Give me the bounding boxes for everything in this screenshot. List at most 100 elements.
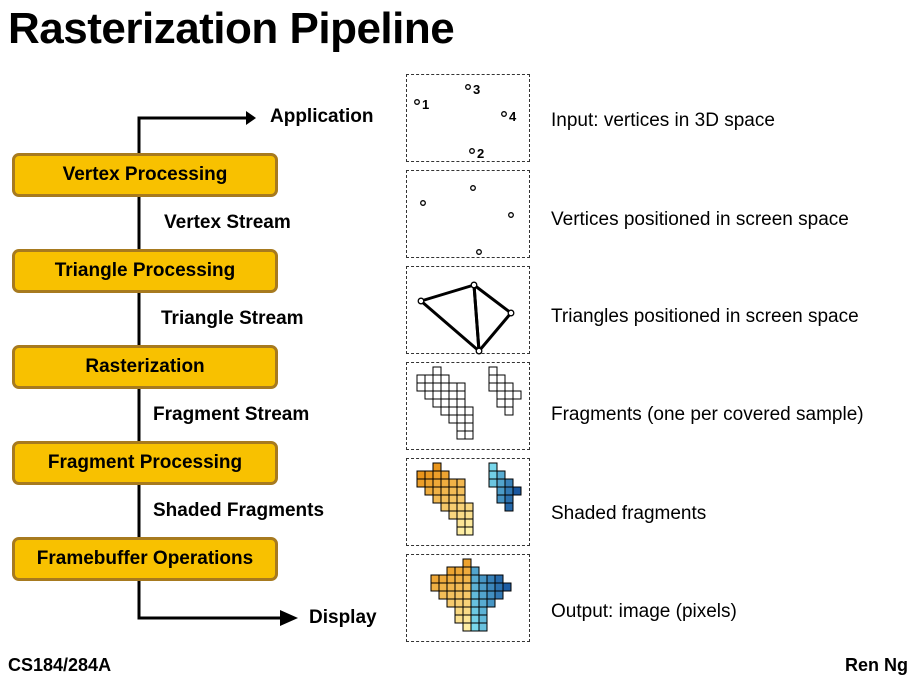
vertex-label-3: 3	[473, 82, 480, 97]
vertex-point-3	[465, 84, 471, 90]
cool-fragment-cell	[504, 494, 514, 504]
illustration-triangles	[406, 266, 530, 355]
stream-fragment: Fragment Stream	[153, 404, 310, 425]
triangle-vertex-d	[475, 347, 483, 355]
stage-triangle-processing: Triangle Processing	[12, 249, 278, 293]
output-pixel	[454, 566, 464, 576]
fragment-cell	[504, 390, 514, 400]
fragment-cell	[464, 430, 474, 440]
cool-fragment-cell	[488, 470, 498, 480]
output-pixel	[454, 590, 464, 600]
warm-fragment-cell	[456, 510, 466, 520]
output-pixel	[462, 622, 472, 632]
shaded-fragment-grid	[416, 462, 522, 536]
fragment-cell	[424, 374, 434, 384]
stage-vertex-processing: Vertex Processing	[12, 153, 278, 197]
output-pixel	[494, 582, 504, 592]
warm-fragment-cell	[416, 478, 426, 488]
fragment-cell	[432, 398, 442, 408]
warm-fragment-cell	[456, 486, 466, 496]
fragment-cell	[504, 406, 514, 416]
output-pixel	[446, 590, 456, 600]
fragment-cell	[456, 430, 466, 440]
fragment-cell	[464, 422, 474, 432]
warm-fragment-cell	[456, 518, 466, 528]
description-vertices: Vertices positioned in screen space	[551, 209, 849, 230]
fragment-cell	[496, 398, 506, 408]
warm-fragment-cell	[424, 478, 434, 488]
cool-fragment-cell	[504, 502, 514, 512]
output-pixel	[486, 574, 496, 584]
footer-course: CS184/284A	[8, 655, 112, 675]
triangle-edges	[419, 283, 513, 353]
fragment-cell	[456, 406, 466, 416]
warm-fragment-cell	[448, 486, 458, 496]
warm-fragment-cell	[448, 478, 458, 488]
output-pixel	[478, 614, 488, 624]
output-pixel	[446, 598, 456, 608]
warm-fragment-cell	[448, 494, 458, 504]
output-pixel	[446, 582, 456, 592]
output-pixel	[462, 558, 472, 568]
fragment-cell	[416, 382, 426, 392]
cool-fragment-cell	[488, 478, 498, 488]
vertex-label-4: 4	[509, 109, 517, 124]
warm-fragment-cell	[424, 486, 434, 496]
cool-fragment-cell	[504, 478, 514, 488]
output-pixel	[470, 598, 480, 608]
output-pixel	[438, 574, 448, 584]
fragment-cell	[456, 422, 466, 432]
screen-vertex-a	[420, 200, 426, 206]
output-pixel	[478, 590, 488, 600]
warm-fragment-cell	[448, 502, 458, 512]
screen-vertex-c	[508, 212, 514, 218]
warm-fragment-cell	[456, 502, 466, 512]
application-arrow-tip	[246, 111, 256, 125]
cool-fragment-cell	[496, 470, 506, 480]
fragment-cell	[440, 374, 450, 384]
output-pixel	[478, 598, 488, 608]
warm-fragment-cell	[440, 486, 450, 496]
fragment-cell	[488, 374, 498, 384]
warm-fragment-cell	[456, 526, 466, 536]
fragment-cell	[496, 390, 506, 400]
fragment-cell	[424, 390, 434, 400]
vertex-point-4	[501, 111, 507, 117]
fragment-cell	[464, 414, 474, 424]
stage-rasterization: Rasterization	[12, 345, 278, 389]
output-pixel	[462, 590, 472, 600]
fragment-grid	[416, 366, 522, 440]
warm-fragment-cell	[440, 502, 450, 512]
description-output: Output: image (pixels)	[551, 601, 737, 622]
fragment-cell	[456, 382, 466, 392]
fragment-cell	[424, 382, 434, 392]
fragment-cell	[456, 390, 466, 400]
output-pixel	[494, 590, 504, 600]
vertex-label-2: 2	[477, 146, 484, 161]
output-pixel	[454, 606, 464, 616]
description-triangles: Triangles positioned in screen space	[551, 306, 859, 327]
warm-fragment-cell	[456, 494, 466, 504]
fragment-cell	[448, 414, 458, 424]
fragment-cell	[432, 374, 442, 384]
output-pixel	[454, 598, 464, 608]
output-pixel	[470, 590, 480, 600]
warm-fragment-cell	[440, 478, 450, 488]
stream-shaded-fragments: Shaded Fragments	[153, 500, 325, 521]
cool-fragment-cell	[504, 486, 514, 496]
triangle-vertex-c	[507, 309, 515, 317]
warm-fragment-cell	[432, 486, 442, 496]
fragment-cell	[496, 374, 506, 384]
fragment-cell	[440, 390, 450, 400]
warm-fragment-cell	[424, 470, 434, 480]
warm-fragment-cell	[464, 502, 474, 512]
output-pixel	[454, 574, 464, 584]
application-label: Application	[270, 106, 374, 127]
warm-fragment-cell	[440, 494, 450, 504]
warm-fragment-cell	[432, 470, 442, 480]
warm-fragment-cell	[464, 510, 474, 520]
fragment-cell	[504, 398, 514, 408]
fragment-cell	[432, 366, 442, 376]
fragment-cell	[504, 382, 514, 392]
fragment-cell	[432, 382, 442, 392]
